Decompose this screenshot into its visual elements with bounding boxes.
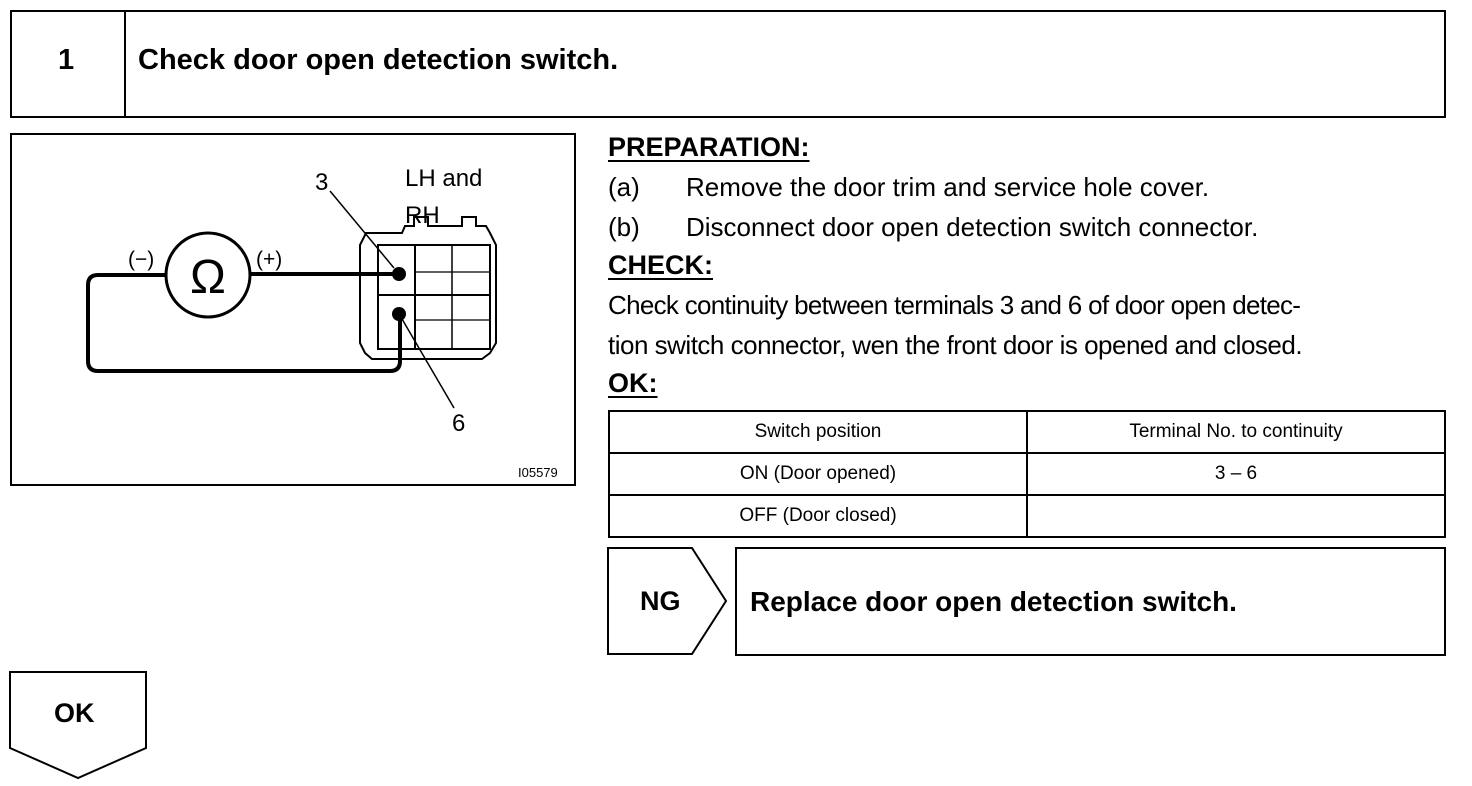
check-text-line2: tion switch connector, wen the front doo… bbox=[608, 330, 1303, 360]
preparation-heading: PREPARATION: bbox=[608, 132, 810, 162]
step-header bbox=[10, 10, 1446, 118]
ok-label: OK bbox=[54, 698, 95, 728]
step-number: 1 bbox=[58, 44, 75, 76]
table-header-row: Switch position Terminal No. to continui… bbox=[608, 410, 1446, 454]
side-label-line2: RH bbox=[405, 202, 440, 229]
ok-arrow-tag bbox=[9, 671, 147, 780]
side-label-line1: LH and bbox=[405, 165, 482, 192]
ng-label: NG bbox=[640, 586, 681, 616]
table-header-cell: Terminal No. to continuity bbox=[1026, 410, 1446, 454]
terminal-6-label: 6 bbox=[452, 410, 465, 437]
table-cell: ON (Door opened) bbox=[608, 452, 1028, 496]
table-cell: 3 – 6 bbox=[1026, 452, 1446, 496]
prep-step-a-text: Remove the door trim and service hole co… bbox=[686, 172, 1210, 202]
minus-label: (−) bbox=[128, 248, 154, 271]
connector-face bbox=[377, 244, 491, 350]
table-row: OFF (Door closed) bbox=[608, 494, 1446, 538]
table-row: ON (Door opened) 3 – 6 bbox=[608, 452, 1446, 496]
step-number-divider bbox=[124, 10, 126, 118]
negative-lead bbox=[86, 273, 402, 373]
ng-action-box bbox=[735, 547, 1446, 656]
prep-step-a-marker: (a) bbox=[608, 172, 640, 202]
check-heading: CHECK: bbox=[608, 250, 713, 280]
check-text-line1: Check continuity between terminals 3 and… bbox=[608, 290, 1301, 320]
ohm-symbol: Ω bbox=[190, 251, 226, 304]
prep-step-b-text: Disconnect door open detection switch co… bbox=[686, 212, 1259, 242]
ng-arrow-tag bbox=[607, 547, 728, 655]
prep-step-b-marker: (b) bbox=[608, 212, 640, 242]
terminal-3-label: 3 bbox=[315, 169, 328, 196]
ok-heading: OK: bbox=[608, 368, 658, 398]
plus-label: (+) bbox=[256, 248, 282, 271]
figure-code: I05579 bbox=[518, 465, 558, 480]
continuity-table: Switch position Terminal No. to continui… bbox=[608, 410, 1446, 538]
ng-action-text: Replace door open detection switch. bbox=[750, 586, 1237, 617]
table-header-cell: Switch position bbox=[608, 410, 1028, 454]
table-cell: OFF (Door closed) bbox=[608, 494, 1028, 538]
table-cell bbox=[1026, 494, 1446, 538]
wiring-figure: 3 6 LH and RH (−) (+) Ω I05579 bbox=[10, 133, 576, 486]
step-title: Check door open detection switch. bbox=[138, 44, 619, 76]
